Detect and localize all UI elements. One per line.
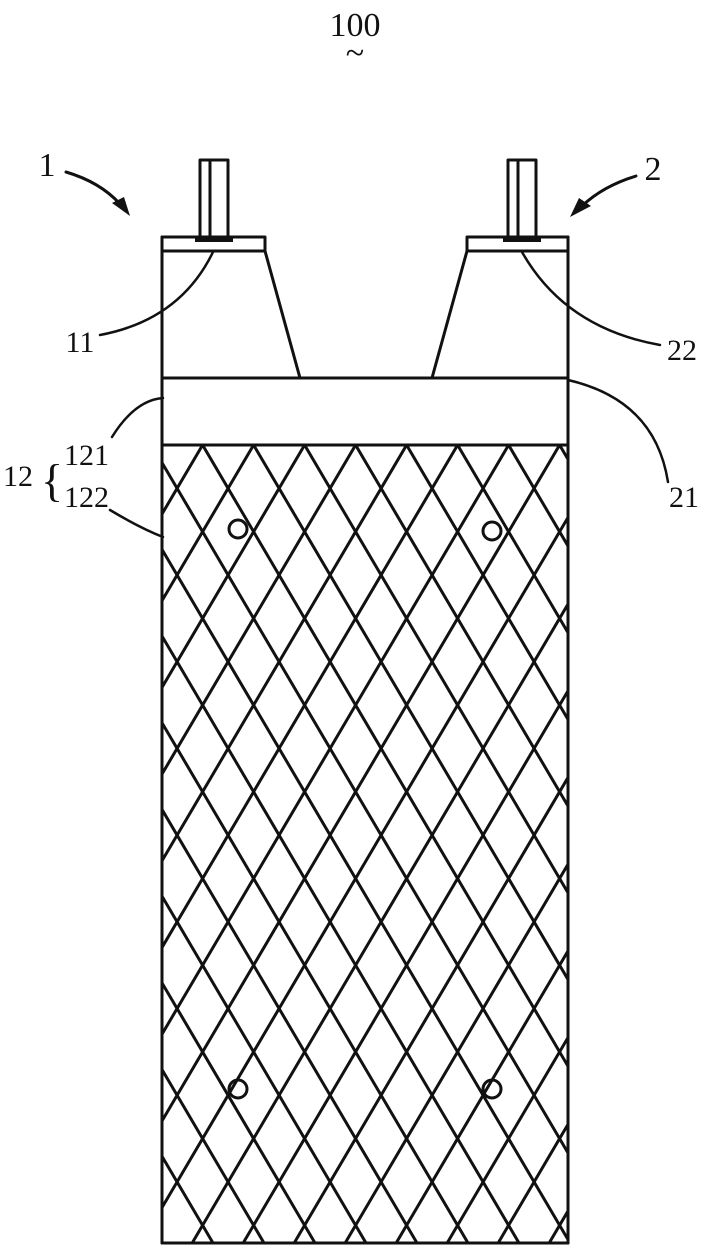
- figure-ref-tilde: ~: [346, 35, 364, 72]
- left-terminal-post: [198, 158, 230, 242]
- mesh-line-up: [0, 445, 152, 1243]
- callout-arrow-2: [570, 174, 638, 217]
- mesh-line-up: [600, 445, 709, 1243]
- mesh-line-up: [162, 445, 358, 778]
- hole-bottom-right: [481, 1078, 503, 1100]
- mesh-line-up: [241, 687, 568, 1243]
- left-post-base: [195, 236, 233, 242]
- mesh-line-up: [0, 445, 50, 1243]
- right-terminal-post: [506, 158, 538, 242]
- mesh-lines: [0, 445, 709, 1243]
- mesh-line-up: [190, 601, 568, 1243]
- mesh-line-down: [162, 893, 368, 1243]
- callout-label-1: 1: [39, 147, 56, 184]
- callout-label-121: 121: [64, 439, 109, 472]
- mesh-line-down: [0, 445, 111, 1243]
- callout-label-12: 12: [3, 460, 33, 493]
- callout-brace: {: [41, 455, 63, 506]
- mesh-line-up: [343, 861, 568, 1243]
- mesh-line-up: [651, 445, 709, 1243]
- hole-top-right: [481, 520, 503, 542]
- mesh-line-up: [162, 445, 511, 1038]
- mesh-line-down: [456, 445, 568, 636]
- callout-leader-22: [520, 250, 662, 347]
- mesh-line-down: [162, 1066, 266, 1243]
- collector-band: [160, 376, 570, 447]
- mesh-line-down: [201, 445, 568, 1070]
- mesh-line-down: [162, 633, 521, 1243]
- mesh-line-down: [162, 806, 419, 1243]
- mesh-line-down: [162, 719, 470, 1243]
- callout-arrow-1: [64, 170, 130, 216]
- callout-leader-21: [566, 378, 670, 484]
- callout-label-122: 122: [64, 481, 109, 514]
- callout-leader-122: [108, 508, 165, 539]
- right-tab-taper: [430, 249, 469, 380]
- callout-label-11: 11: [66, 326, 95, 359]
- mesh-line-down: [252, 445, 568, 983]
- mesh-line-down: [611, 445, 709, 1243]
- mesh-line-up: [162, 445, 409, 864]
- mesh-line-down: [558, 445, 568, 463]
- mesh-line-down: [354, 445, 568, 810]
- figure-ref-number: 100: [330, 7, 381, 44]
- mesh-region: [0, 445, 709, 1243]
- mesh-line-down: [405, 445, 568, 723]
- mesh-line-down: [303, 445, 568, 896]
- hole-bottom-left: [227, 1078, 249, 1100]
- mesh-line-down: [662, 445, 709, 1243]
- mesh-line-up: [162, 445, 307, 691]
- mesh-line-up: [162, 445, 460, 951]
- right-post-base: [503, 236, 541, 242]
- callout-label-22: 22: [667, 334, 697, 367]
- mesh-line-up: [445, 1034, 568, 1243]
- mesh-line-up: [0, 445, 101, 1243]
- callout-label-21: 21: [669, 481, 699, 514]
- mesh-line-up: [162, 445, 256, 604]
- mesh-line-down: [162, 1240, 164, 1243]
- mesh-line-up: [547, 1208, 568, 1243]
- callout-leader-121: [110, 396, 165, 439]
- mesh-line-down: [162, 546, 568, 1243]
- hole-top-left: [227, 518, 249, 540]
- mesh-line-up: [162, 514, 568, 1211]
- mesh-line-up: [394, 947, 568, 1243]
- callout-label-2: 2: [645, 151, 662, 188]
- mesh-line-up: [162, 445, 562, 1124]
- mesh-line-down: [162, 459, 568, 1156]
- mesh-line-down: [162, 979, 317, 1243]
- left-tab-taper: [263, 249, 302, 380]
- mesh-line-up: [292, 774, 568, 1243]
- mesh-line-down: [0, 445, 60, 1243]
- callout-leader-11: [98, 250, 215, 337]
